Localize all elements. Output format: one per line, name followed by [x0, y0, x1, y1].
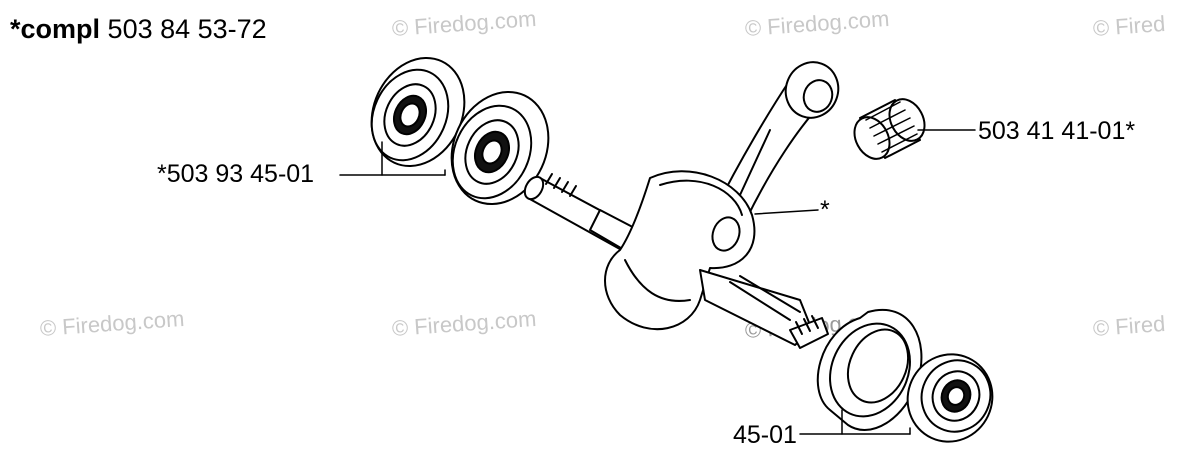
assembly-part-number: *compl 503 84 53-72	[10, 14, 267, 45]
leader-lines	[339, 129, 976, 435]
assembly-number: 503 84 53-72	[107, 14, 267, 44]
part-label-crankshaft: *	[820, 196, 830, 224]
part-label-bearing-left: *503 93 45-01	[157, 160, 315, 188]
needle-bearing	[853, 98, 926, 160]
leader-crankshaft	[754, 209, 819, 215]
ball-bearing-left-outer	[370, 56, 466, 168]
part-label-needle-bearing: 503 41 41-01*	[978, 117, 1136, 145]
bearing-bottom-outer	[816, 309, 923, 431]
crankshaft-right-shaft	[699, 269, 829, 349]
part-label-bearing-bottom: 45-01	[733, 421, 797, 449]
ball-bearing-bottom	[906, 353, 994, 443]
assembly-prefix: *compl	[10, 14, 101, 44]
connecting-rod	[714, 61, 840, 223]
ball-bearing-left-inner	[450, 90, 550, 206]
crankshaft-web	[604, 170, 756, 331]
